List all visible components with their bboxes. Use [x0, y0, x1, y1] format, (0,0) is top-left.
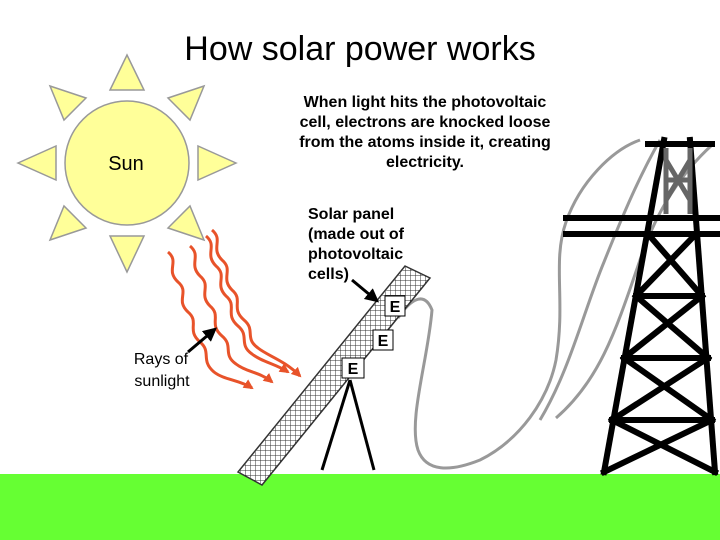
explanation-line: cell, electrons are knocked loose — [300, 114, 551, 131]
rays-label-line: Rays of — [134, 351, 189, 368]
electron: E — [341, 357, 365, 379]
tower-brace — [607, 353, 713, 425]
tower-brace — [619, 291, 707, 363]
sun-ray-bottom-left — [48, 204, 88, 242]
sun-ray-top-left — [48, 84, 88, 122]
explanation-line: When light hits the photovoltaic — [304, 94, 547, 111]
sun-ray-top-right — [166, 84, 206, 122]
panel-label-line: cells) — [308, 266, 349, 283]
wire — [396, 138, 641, 470]
electron-label: E — [390, 299, 401, 316]
electron-label: E — [378, 333, 389, 350]
tower-brace — [631, 291, 713, 363]
sunlight-ray — [166, 250, 254, 390]
sun — [16, 53, 238, 274]
explanation-text: When light hits the photovoltaic cell, e… — [299, 94, 551, 171]
wire — [538, 139, 662, 421]
tower-brace — [599, 415, 717, 477]
solar-panel-cells — [236, 265, 432, 486]
solar-panel — [236, 265, 432, 486]
sunlight-ray — [204, 234, 290, 374]
electron-label: E — [348, 361, 359, 378]
panel-stand-leg — [320, 379, 352, 471]
page-title: How solar power works — [184, 30, 535, 68]
electron: E — [384, 295, 406, 317]
panel-label: Solar panel (made out of photovoltaic ce… — [308, 206, 405, 283]
sun-body — [64, 100, 190, 226]
rays-pointer-arrow — [187, 327, 218, 354]
electron: E — [372, 329, 394, 351]
tower-brace — [643, 229, 707, 301]
panel-pointer-arrow — [351, 278, 380, 303]
sun-ray-bottom-right — [166, 204, 206, 242]
sunlight-ray — [188, 244, 274, 384]
sun-ray-right — [197, 144, 238, 182]
sun-ray-left — [16, 144, 57, 182]
sunlight-ray — [210, 228, 302, 378]
panel-label-line: photovoltaic — [308, 246, 403, 263]
sun-ray-top — [108, 53, 146, 91]
electron-box — [372, 329, 394, 351]
tower-top — [663, 148, 693, 214]
ground — [0, 474, 720, 540]
sunlight-rays — [166, 228, 302, 390]
electron-box — [341, 357, 365, 379]
tower-brace — [619, 353, 717, 425]
explanation-line: electricity. — [386, 154, 464, 171]
sun-ray-bottom — [108, 235, 146, 274]
explanation-line: from the atoms inside it, creating — [299, 134, 551, 151]
rays-label-line: sunlight — [134, 373, 190, 390]
panel-stand-leg — [348, 379, 376, 471]
tower-brace — [631, 229, 701, 301]
electron-box — [384, 295, 406, 317]
panel-label-line: Solar panel — [308, 206, 394, 223]
sun-label: Sun — [108, 153, 144, 175]
transmission-tower — [563, 136, 720, 477]
panel-label-line: (made out of — [308, 226, 405, 243]
